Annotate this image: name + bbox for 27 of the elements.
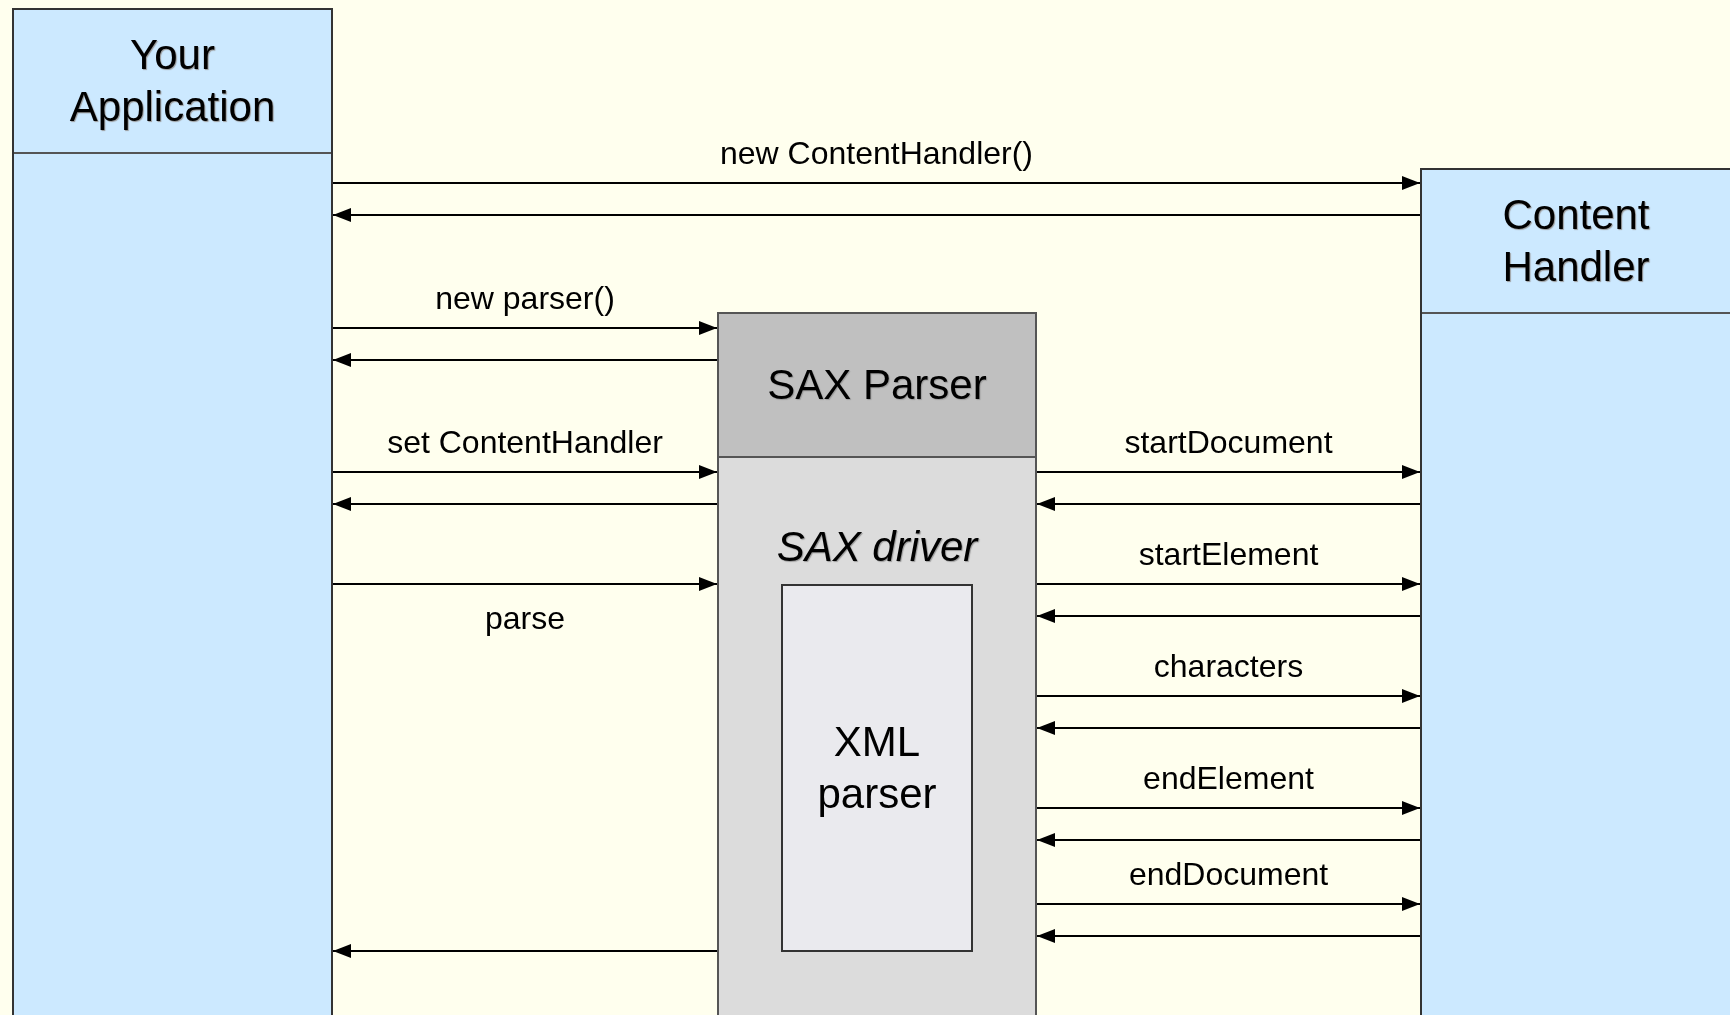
message-arrow xyxy=(1036,833,1421,847)
message-arrow xyxy=(1036,609,1421,623)
participant-title: SAX Parser xyxy=(767,359,987,410)
message-arrow xyxy=(332,944,718,958)
message-arrow xyxy=(1036,929,1421,943)
component-label: XML parser xyxy=(816,716,938,819)
layer-label: SAX driver xyxy=(775,526,980,568)
message-arrow xyxy=(332,577,718,591)
message-arrow xyxy=(1036,689,1421,703)
message-arrow xyxy=(332,465,718,479)
message-arrow xyxy=(1036,577,1421,591)
message-arrow xyxy=(1036,801,1421,815)
message-arrow xyxy=(1036,497,1421,511)
lifeline-box xyxy=(12,8,333,1015)
message-arrow xyxy=(332,176,1421,190)
participant-title: Content Handler xyxy=(1501,189,1651,292)
message-arrow xyxy=(332,208,1421,222)
message-arrow xyxy=(332,353,718,367)
lifeline-box xyxy=(717,312,1037,1015)
message-arrow xyxy=(332,321,718,335)
message-arrow xyxy=(332,497,718,511)
component-box xyxy=(781,584,973,952)
participant-title: Your Application xyxy=(68,29,277,132)
message-arrow xyxy=(1036,721,1421,735)
message-arrow xyxy=(1036,465,1421,479)
lifeline-box xyxy=(1420,168,1730,1015)
message-arrow xyxy=(1036,897,1421,911)
